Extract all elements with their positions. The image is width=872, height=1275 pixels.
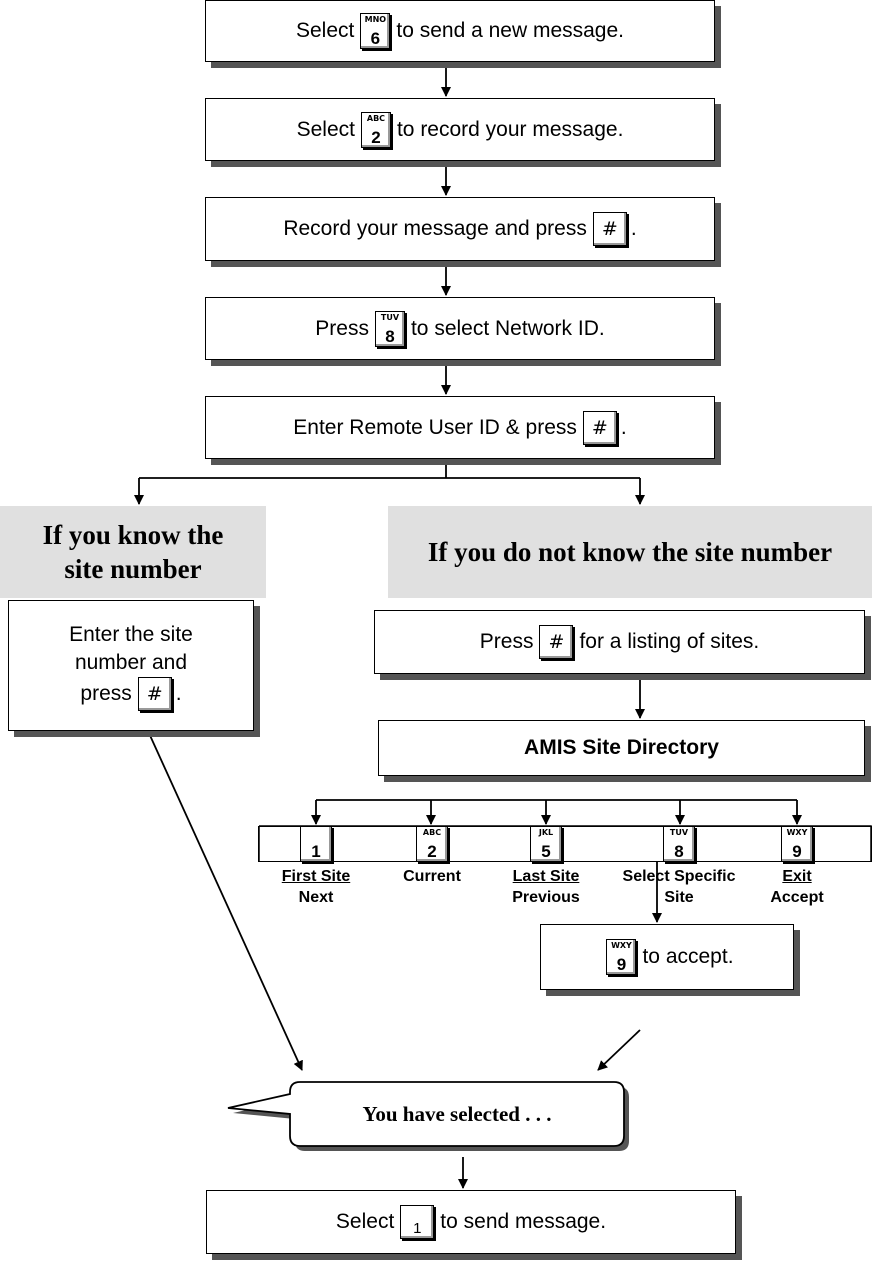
option-label-primary: Exit	[782, 868, 812, 885]
option-label-primary: Last Site	[512, 868, 580, 885]
step-text-before: Record your message and press	[283, 217, 587, 240]
amis-site-directory: AMIS Site Directory	[378, 720, 865, 776]
step-enter-remote-user-id: Enter Remote User ID & press # .	[205, 396, 715, 459]
pound-key-icon: #	[592, 212, 627, 246]
step-text-after: to select Network ID.	[410, 316, 605, 340]
option-label-primary: Select Specific	[622, 868, 736, 885]
callout-bubble	[227, 1081, 625, 1147]
option-label-secondary: Site	[664, 889, 694, 906]
step-text-before: Press	[315, 316, 369, 340]
step-text-after: to send a new message.	[396, 19, 624, 42]
step-text-before: Select	[295, 19, 355, 42]
option-label-primary: Current	[403, 868, 461, 885]
options-panel-border	[258, 812, 872, 862]
step-text-after: for a listing of sites.	[579, 630, 760, 653]
step-text-before: press	[80, 681, 132, 705]
option-label-primary: First Site	[281, 868, 351, 885]
step-text-after: .	[630, 217, 637, 240]
directory-title: AMIS Site Directory	[524, 736, 719, 759]
step-record-and-press-pound: Record your message and press # .	[205, 197, 715, 261]
step-press-pound-for-listing: Press # for a listing of sites.	[374, 610, 865, 674]
step-enter-site-number: Enter the site number and press # .	[8, 600, 254, 731]
key-1-icon: 1	[400, 1205, 435, 1239]
right-branch-heading: If you do not know the site number	[388, 506, 872, 598]
step-text-after: to record your message.	[396, 117, 624, 141]
step-text-before: Enter Remote User ID & press	[293, 415, 577, 439]
step-text-after: to send message.	[440, 1210, 607, 1233]
option-label-secondary: Accept	[770, 889, 824, 906]
step-text-after: .	[175, 681, 182, 705]
callout-text: You have selected . . .	[362, 1101, 552, 1126]
step-text-after: to accept.	[642, 945, 734, 968]
option-label-secondary: Previous	[512, 889, 580, 906]
pound-key-icon: #	[137, 676, 172, 711]
step-text-before: Select	[335, 1210, 395, 1233]
step-line: Enter the site	[69, 622, 193, 646]
step-text-after: .	[620, 415, 627, 439]
step-send-message: Select 1 to send message.	[206, 1190, 736, 1254]
step-text-before: Press	[479, 630, 534, 653]
left-branch-heading: If you know the site number	[0, 506, 266, 598]
step-line: number and	[74, 650, 188, 674]
pound-key-icon: #	[582, 410, 617, 445]
step-text-before: Select	[296, 117, 355, 141]
step-line: press # .	[80, 676, 182, 711]
option-label-secondary: Next	[298, 889, 334, 906]
pound-key-icon: #	[539, 625, 574, 659]
